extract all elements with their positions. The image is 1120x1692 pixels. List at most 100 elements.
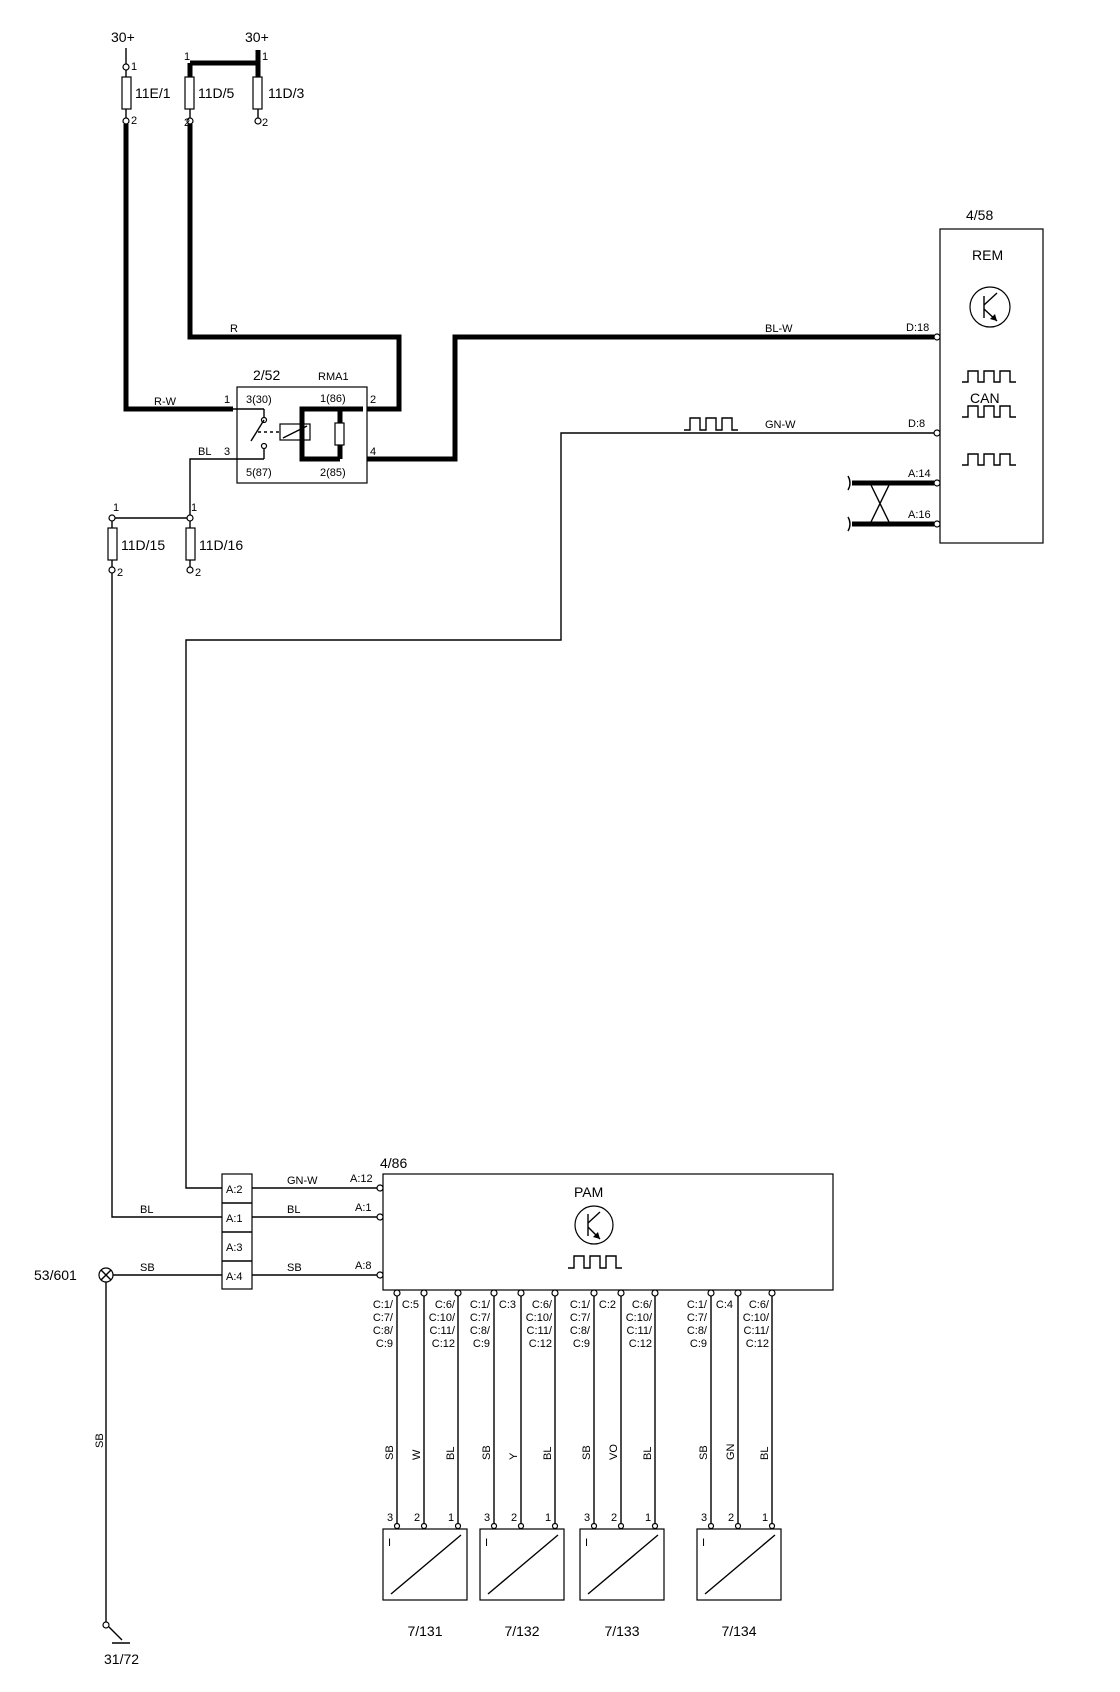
pam-pin xyxy=(420,1289,428,1297)
wire-color-label: VO xyxy=(608,1444,620,1460)
wire-color-label: GN xyxy=(725,1443,737,1460)
pulse-icon xyxy=(568,1255,622,1269)
sensor-pin-number: 1 xyxy=(448,1512,454,1524)
wire-label: SB xyxy=(287,1262,302,1274)
transistor-icon xyxy=(574,1205,614,1245)
wire-label: SB xyxy=(94,1433,106,1448)
fuse-11d-15: 1 2 11D/15 xyxy=(107,502,165,579)
ground-label: 31/72 xyxy=(104,1651,139,1667)
pam-pin-label: C:6/C:10/C:11/C:12 xyxy=(429,1299,456,1350)
wire-bl-relay xyxy=(189,458,233,515)
wire-label: BL-W xyxy=(765,323,793,335)
wire-color-label: SB xyxy=(581,1445,593,1460)
sensor-pin xyxy=(651,1522,659,1530)
sensor-label: 7/134 xyxy=(721,1623,756,1639)
sensor-pin-number: 2 xyxy=(414,1512,420,1524)
sensor-marker: I xyxy=(388,1537,391,1549)
wire-color-label: SB xyxy=(481,1445,493,1460)
svg-text:CAN: CAN xyxy=(970,390,1000,406)
pulse-icon xyxy=(684,417,738,431)
pam-pin-label: C:3 xyxy=(499,1299,516,1311)
sensor-pin xyxy=(551,1522,559,1530)
wire-gn-w xyxy=(185,432,934,1189)
svg-text:4/86: 4/86 xyxy=(380,1155,407,1171)
fuse-11d-5: 1 2 11D/5 xyxy=(184,51,235,129)
ground-icon xyxy=(102,1621,130,1644)
pam-pin xyxy=(393,1289,401,1297)
wire-color-label: BL xyxy=(759,1447,771,1460)
sensor-pin-number: 3 xyxy=(484,1512,490,1524)
sensor-marker: I xyxy=(585,1537,588,1549)
svg-text:1: 1 xyxy=(113,502,119,514)
sensor-pin xyxy=(590,1522,598,1530)
sensor-pin-number: 3 xyxy=(701,1512,707,1524)
svg-text:4/58: 4/58 xyxy=(966,207,993,223)
svg-text:2: 2 xyxy=(117,567,123,579)
svg-text:1: 1 xyxy=(262,51,268,63)
svg-text:1: 1 xyxy=(184,51,190,63)
svg-text:1: 1 xyxy=(191,502,197,514)
fuse-11d-3: 1 2 11D/3 xyxy=(252,50,305,129)
svg-text:3(30): 3(30) xyxy=(246,394,272,406)
supply-label-right: 30+ xyxy=(245,29,269,45)
wire-bl-fuse xyxy=(111,573,222,1218)
svg-text:4: 4 xyxy=(370,446,376,458)
svg-text:A:4: A:4 xyxy=(226,1271,243,1283)
wire-color-label: Y xyxy=(508,1452,520,1460)
svg-text:1(86): 1(86) xyxy=(320,393,346,405)
ground-point-label: 53/601 xyxy=(34,1267,77,1283)
svg-text:A:12: A:12 xyxy=(350,1173,373,1185)
pam-pin xyxy=(490,1289,498,1297)
fuse-label: 11D/3 xyxy=(268,85,305,101)
svg-text:2: 2 xyxy=(131,115,137,127)
sensor-pin xyxy=(454,1522,462,1530)
wire-r-w xyxy=(123,124,233,412)
pam-pin-label: C:6/C:10/C:11/C:12 xyxy=(626,1299,653,1350)
sensor-pin xyxy=(517,1522,525,1530)
sensor-label: 7/133 xyxy=(604,1623,639,1639)
svg-text:2/52: 2/52 xyxy=(253,367,280,383)
can-wave-top xyxy=(962,370,1016,383)
ground-point-icon xyxy=(98,1267,114,1283)
wire-color-label: W xyxy=(411,1449,423,1460)
fuse-label: 11D/15 xyxy=(121,537,165,553)
sensor-pin-number: 3 xyxy=(387,1512,393,1524)
pam-pin-label: C:6/C:10/C:11/C:12 xyxy=(526,1299,553,1350)
svg-text:2: 2 xyxy=(370,394,376,406)
wire-label: GN-W xyxy=(765,419,796,431)
svg-text:5(87): 5(87) xyxy=(246,467,272,479)
sensor-pin-number: 2 xyxy=(511,1512,517,1524)
sensor-label: 7/131 xyxy=(407,1623,442,1639)
sensor-pin xyxy=(393,1522,401,1530)
pam-pin xyxy=(734,1289,742,1297)
pam-pin xyxy=(551,1289,559,1297)
wire-color-label: SB xyxy=(698,1445,710,1460)
wire-color-label: BL xyxy=(445,1447,457,1460)
svg-text:A:8: A:8 xyxy=(355,1260,372,1272)
pam-pin xyxy=(617,1289,625,1297)
sensor-marker: I xyxy=(702,1537,705,1549)
pam-pin-label: C:1/C:7/C:8/C:9 xyxy=(470,1299,491,1350)
can-wave-mid xyxy=(962,405,1016,418)
svg-text:A:1: A:1 xyxy=(226,1213,243,1225)
svg-text:2: 2 xyxy=(184,117,190,129)
sensor-pin-number: 1 xyxy=(645,1512,651,1524)
pam-pin-label: C:5 xyxy=(402,1299,419,1311)
svg-text:REM: REM xyxy=(972,247,1003,263)
module-rem: 4/58 REM CAN D:18 D:8 A:14 A:16 xyxy=(847,207,1044,544)
fuse-label: 11D/16 xyxy=(199,537,243,553)
sensor-pin-number: 1 xyxy=(545,1512,551,1524)
wire-label: R-W xyxy=(154,396,177,408)
svg-text:A:16: A:16 xyxy=(908,509,931,521)
svg-text:3: 3 xyxy=(224,446,230,458)
sensor-pin xyxy=(617,1522,625,1530)
sensor-pin-number: 3 xyxy=(584,1512,590,1524)
fuse-label: 11E/1 xyxy=(135,85,171,101)
svg-text:A:1: A:1 xyxy=(355,1202,372,1214)
pam-pin xyxy=(707,1289,715,1297)
fuse-11e-1: 1 2 11E/1 xyxy=(121,61,171,127)
pam-pin xyxy=(768,1289,776,1297)
